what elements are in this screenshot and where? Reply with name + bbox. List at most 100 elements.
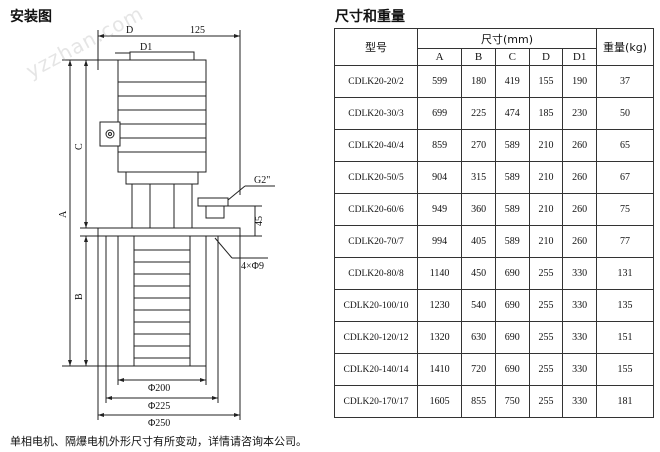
value-cell: 1410 <box>416 353 463 386</box>
value-cell: 630 <box>461 321 496 354</box>
value-cell: 255 <box>528 385 564 418</box>
value-cell: 181 <box>596 385 654 418</box>
value-cell: 131 <box>596 257 654 290</box>
dim-col-header: C <box>494 48 530 66</box>
value-cell: 260 <box>562 161 597 194</box>
value-cell: 690 <box>494 289 530 322</box>
dim-col-header: A <box>416 48 463 66</box>
value-cell: 210 <box>528 225 564 258</box>
label-125: 125 <box>190 26 205 36</box>
value-cell: 37 <box>596 65 654 98</box>
value-cell: 330 <box>562 289 597 322</box>
value-cell: 270 <box>461 129 496 162</box>
installation-drawing: D D1 125 C A B G2" 45 4×Φ9 Φ200 Φ225 Φ25… <box>58 26 275 428</box>
value-cell: 315 <box>461 161 496 194</box>
value-cell: 255 <box>528 289 564 322</box>
value-cell: 699 <box>416 97 463 130</box>
label-phi200: Φ200 <box>148 383 170 394</box>
value-cell: 135 <box>596 289 654 322</box>
motor-body <box>117 59 207 173</box>
value-cell: 260 <box>562 129 597 162</box>
value-cell: 949 <box>416 193 463 226</box>
value-cell: 450 <box>461 257 496 290</box>
value-cell: 210 <box>528 129 564 162</box>
model-cell: CDLK20-50/5 <box>334 161 418 194</box>
model-cell: CDLK20-100/10 <box>334 289 418 322</box>
value-cell: 330 <box>562 353 597 386</box>
value-cell: 180 <box>461 65 496 98</box>
value-cell: 589 <box>494 225 530 258</box>
value-cell: 330 <box>562 257 597 290</box>
model-cell: CDLK20-70/7 <box>334 225 418 258</box>
value-cell: 330 <box>562 321 597 354</box>
label-a: A <box>58 210 69 218</box>
value-cell: 994 <box>416 225 463 258</box>
model-cell: CDLK20-80/8 <box>334 257 418 290</box>
outlet-flange <box>197 197 229 207</box>
value-cell: 720 <box>461 353 496 386</box>
value-cell: 589 <box>494 161 530 194</box>
drawing-title: 安装图 <box>10 9 52 25</box>
model-cell: CDLK20-140/14 <box>334 353 418 386</box>
value-cell: 690 <box>494 257 530 290</box>
model-cell: CDLK20-20/2 <box>334 65 418 98</box>
value-cell: 65 <box>596 129 654 162</box>
model-cell: CDLK20-60/6 <box>334 193 418 226</box>
value-cell: 190 <box>562 65 597 98</box>
model-cell: CDLK20-40/4 <box>334 129 418 162</box>
pump-stages <box>134 249 190 359</box>
value-cell: 210 <box>528 193 564 226</box>
model-cell: CDLK20-120/12 <box>334 321 418 354</box>
dim-col-header: D <box>528 48 564 66</box>
label-45: 45 <box>254 216 265 226</box>
label-b: B <box>74 293 85 300</box>
value-cell: 589 <box>494 193 530 226</box>
value-cell: 360 <box>461 193 496 226</box>
value-cell: 50 <box>596 97 654 130</box>
value-cell: 1605 <box>416 385 463 418</box>
value-cell: 225 <box>461 97 496 130</box>
label-phi225: Φ225 <box>148 401 170 412</box>
terminal-box <box>99 121 121 147</box>
value-cell: 599 <box>416 65 463 98</box>
value-cell: 151 <box>596 321 654 354</box>
model-cell: CDLK20-170/17 <box>334 385 418 418</box>
dim-col-header: D1 <box>562 48 597 66</box>
dim-header: 尺寸(mm) <box>417 28 597 49</box>
pump-body <box>117 235 207 367</box>
label-g2: G2" <box>254 175 270 186</box>
model-header: 型号 <box>334 28 418 66</box>
value-cell: 185 <box>528 97 564 130</box>
weight-header: 重量(kg) <box>596 28 654 66</box>
value-cell: 589 <box>494 129 530 162</box>
value-cell: 405 <box>461 225 496 258</box>
table-title: 尺寸和重量 <box>335 9 405 25</box>
model-cell: CDLK20-30/3 <box>334 97 418 130</box>
value-cell: 260 <box>562 193 597 226</box>
label-holes: 4×Φ9 <box>241 261 264 272</box>
value-cell: 859 <box>416 129 463 162</box>
value-cell: 155 <box>596 353 654 386</box>
value-cell: 1140 <box>416 257 463 290</box>
value-cell: 690 <box>494 321 530 354</box>
value-cell: 750 <box>494 385 530 418</box>
value-cell: 855 <box>461 385 496 418</box>
terminal-circle <box>105 129 115 139</box>
value-cell: 330 <box>562 385 597 418</box>
label-c: C <box>74 143 85 150</box>
label-d1: D1 <box>140 42 152 53</box>
dim-col-header: B <box>461 48 496 66</box>
motor-bracket <box>131 183 193 229</box>
value-cell: 690 <box>494 353 530 386</box>
value-cell: 419 <box>494 65 530 98</box>
value-cell: 77 <box>596 225 654 258</box>
